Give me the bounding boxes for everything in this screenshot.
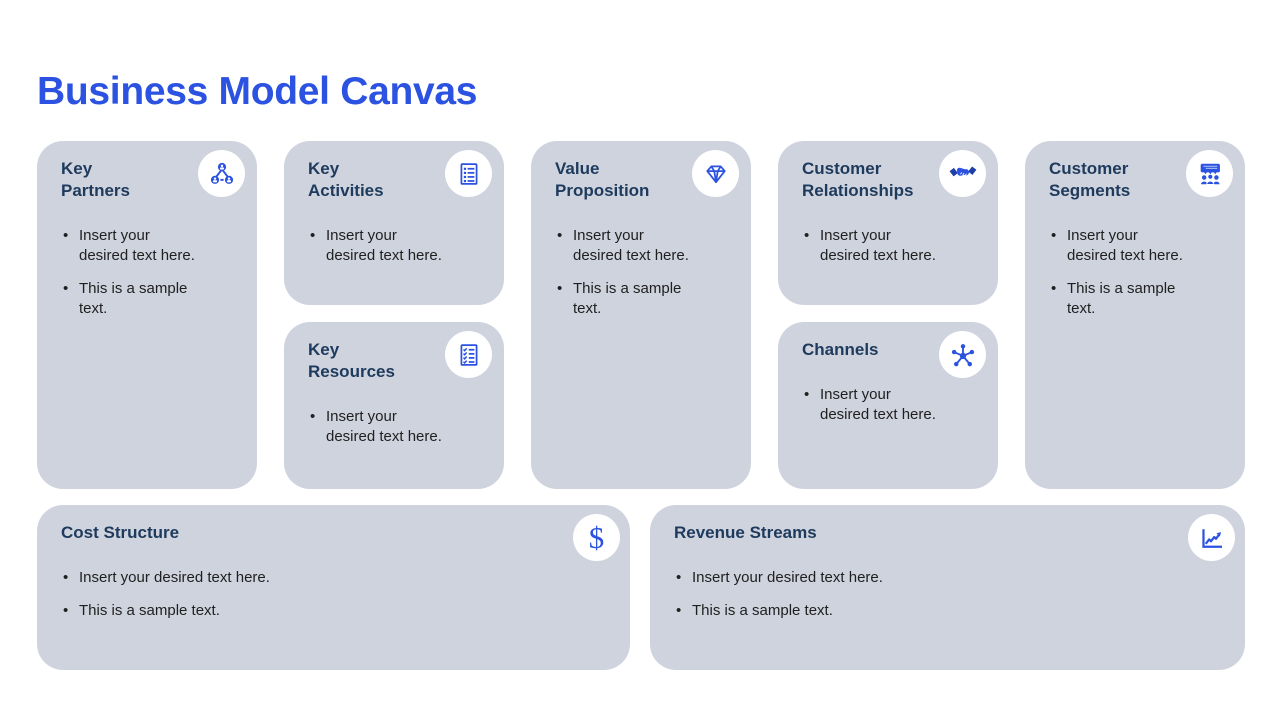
audience-presentation-icon	[1186, 150, 1233, 197]
card-bullets: Insert your desired text here. This is a…	[674, 568, 1221, 621]
card-bullets: Insert your desired text here. This is a…	[555, 226, 727, 319]
card-title-line: Key	[308, 159, 340, 178]
card-title: Key Partners	[61, 158, 211, 202]
card-customer-segments: Customer Segments Inse	[1025, 141, 1245, 489]
card-bullets: Insert your desired text here. This is a…	[61, 568, 606, 621]
bullet-item: Insert your desired text here.	[308, 226, 448, 266]
card-bullets: Insert your desired text here.	[802, 385, 974, 425]
card-title-line: Key	[308, 340, 340, 359]
card-title: Value Proposition	[555, 158, 705, 202]
card-title: Customer Relationships	[802, 158, 952, 202]
bullet-item: This is a sample text.	[674, 601, 1221, 621]
card-title: Key Activities	[308, 158, 458, 202]
card-title-line: Activities	[308, 180, 384, 200]
page-title: Business Model Canvas	[37, 70, 478, 113]
partners-network-icon	[198, 150, 245, 197]
card-title: Revenue Streams	[674, 522, 1221, 544]
card-revenue-streams: Revenue Streams Insert your desired text…	[650, 505, 1245, 670]
bullet-item: This is a sample text.	[555, 279, 695, 319]
bullet-item: This is a sample text.	[61, 601, 606, 621]
bullet-item: Insert your desired text here.	[674, 568, 1221, 588]
card-cost-structure: Cost Structure $ Insert your desired tex…	[37, 505, 630, 670]
bullet-item: This is a sample text.	[1049, 279, 1189, 319]
card-title-line: Revenue Streams	[674, 523, 817, 542]
card-title-line: Channels	[802, 340, 879, 359]
bullet-item: Insert your desired text here.	[802, 226, 942, 266]
card-title-line: Customer	[1049, 159, 1129, 178]
card-title: Cost Structure	[61, 522, 606, 544]
card-title-line: Partners	[61, 180, 130, 200]
card-title-line: Customer	[802, 159, 882, 178]
hub-network-icon	[939, 331, 986, 378]
card-bullets: Insert your desired text here.	[802, 226, 974, 266]
bullet-item: This is a sample text.	[61, 279, 201, 319]
card-title: Customer Segments	[1049, 158, 1199, 202]
card-key-activities: Key Activities Insert your desired text …	[284, 141, 504, 305]
bullet-item: Insert your desired text here.	[555, 226, 695, 266]
bullet-item: Insert your desired text here.	[61, 226, 201, 266]
card-title-line: Proposition	[555, 180, 650, 200]
card-key-partners: Key Partners Insert your desired text he…	[37, 141, 257, 489]
task-list-icon	[445, 150, 492, 197]
dollar-icon: $	[573, 514, 620, 561]
card-value-proposition: Value Proposition Insert your desired te…	[531, 141, 751, 489]
card-channels: Channels Insert your desired text here.	[778, 322, 998, 489]
card-title-line: Segments	[1049, 180, 1131, 200]
card-bullets: Insert your desired text here. This is a…	[61, 226, 233, 319]
card-bullets: Insert your desired text here. This is a…	[1049, 226, 1221, 319]
chart-increase-icon	[1188, 514, 1235, 561]
card-title: Channels	[802, 339, 952, 361]
bullet-item: Insert your desired text here.	[61, 568, 606, 588]
card-title-line: Relationships	[802, 180, 914, 200]
handshake-icon	[939, 150, 986, 197]
diamond-icon	[692, 150, 739, 197]
card-title-line: Resources	[308, 361, 395, 381]
card-customer-relationships: Customer Relationships Insert your desir…	[778, 141, 998, 305]
checklist-icon	[445, 331, 492, 378]
card-title-line: Key	[61, 159, 93, 178]
card-title-line: Value	[555, 159, 600, 178]
dollar-glyph: $	[588, 520, 605, 555]
card-bullets: Insert your desired text here.	[308, 226, 480, 266]
card-title-line: Cost Structure	[61, 523, 180, 542]
card-key-resources: Key Resources Insert your desired text h…	[284, 322, 504, 489]
bullet-item: Insert your desired text here.	[1049, 226, 1189, 266]
bullet-item: Insert your desired text here.	[802, 385, 942, 425]
bullet-item: Insert your desired text here.	[308, 407, 448, 447]
card-bullets: Insert your desired text here.	[308, 407, 480, 447]
card-title: Key Resources	[308, 339, 458, 383]
